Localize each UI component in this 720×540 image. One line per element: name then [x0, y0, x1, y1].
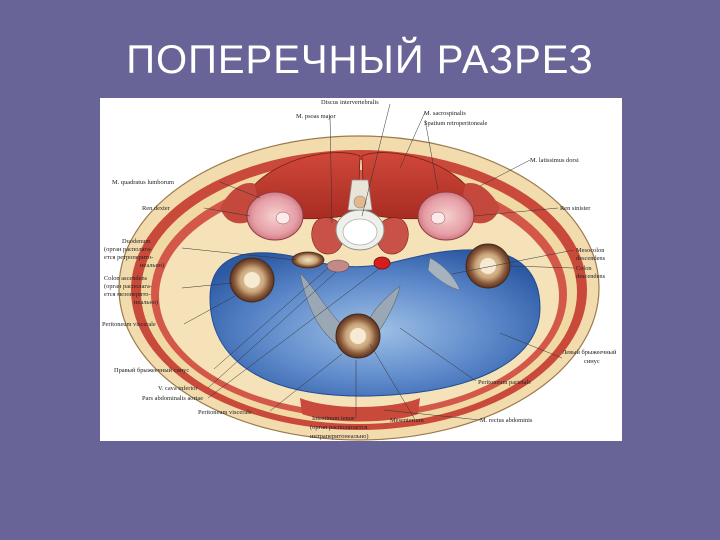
label-peritoneum-visc-left: Peritoneum viscerale [102, 321, 156, 328]
mesocolon-fold [427, 257, 461, 291]
slide-title: ПОПЕРЕЧНЫЙ РАЗРЕЗ [126, 38, 594, 82]
aorta-vessel [373, 256, 391, 270]
label-colon-ascendens-note-2: ется мезоперито- [104, 291, 151, 298]
kidney-right [246, 191, 304, 241]
intervertebral-disc [342, 218, 378, 246]
label-colon-ascendens: Colon ascendens [104, 275, 148, 282]
cross-section-illustration: Discus intervertebralis M. psoas major M… [102, 99, 617, 441]
label-duodenum-note-3: неально) [140, 262, 164, 269]
label-colon-descendens: Colon [576, 265, 592, 272]
label-sacrospinalis: M. sacrospinalis [424, 110, 466, 117]
label-discus: Discus intervertebralis [321, 99, 379, 106]
label-duodenum: Duodenum [122, 238, 150, 245]
colon-descendens-lumen [480, 258, 496, 274]
label-colon-ascendens-note-1: (орган располага- [104, 283, 152, 290]
label-left-sinus-1: Левый брыжеечный [562, 349, 617, 356]
label-duodenum-note-1: (орган располага- [104, 246, 152, 253]
label-spatium: Spatium retroperitoneale [424, 120, 488, 127]
vena-cava-vessel [326, 259, 350, 273]
kidney-left [417, 191, 475, 241]
leader-lines [181, 103, 575, 421]
label-ren-dexter: Ren dexter [142, 205, 171, 212]
label-vena-cava: V. cava inferior [158, 385, 198, 392]
label-peritoneum-parietale: Peritoneum parietale [478, 379, 531, 386]
label-psoas: M. psoas major [296, 113, 336, 120]
label-mesocolon-2: descendens [576, 255, 606, 262]
rectus-abdominis-muscle [300, 398, 420, 422]
cross-section-figure: Discus intervertebralis M. psoas major M… [100, 98, 622, 441]
kidney-left-pelvis [430, 211, 446, 225]
label-right-sinus: Правый брыжеечный синус [114, 367, 189, 374]
label-duodenum-note-2: ется ретроперито- [104, 254, 153, 261]
kidney-right-pelvis [275, 211, 291, 225]
intestinum-tenue-lumen [350, 328, 366, 344]
label-colon-ascendens-note-3: неально) [134, 299, 158, 306]
label-peritoneum-visc-bottom: Peritoneum viscerale [198, 409, 252, 416]
label-colon-descendens-2: descendens [576, 273, 606, 280]
duodenum-loop [291, 251, 325, 269]
label-rectus: M. rectus abdominis [480, 417, 533, 424]
label-intestinum: Intestinum tenue [312, 415, 355, 422]
label-mesocolon: Mesocolon [576, 247, 605, 254]
label-quadratus: M. quadratus lumborum [112, 179, 174, 186]
label-intestinum-note-2: интраперитонеально) [310, 433, 369, 440]
label-mesenterium: Mesenterium [390, 417, 424, 424]
label-aorta: Pars abdominalis aortae [142, 395, 203, 402]
label-left-sinus-2: синус [584, 358, 600, 365]
colon-ascendens-lumen [244, 272, 260, 288]
label-ren-sinister: Ren sinister [560, 205, 591, 212]
label-intestinum-note-1: (орган располагается [310, 424, 367, 431]
spinal-canal [353, 195, 367, 209]
label-latissimus: M. latissimus dorsi [530, 157, 579, 164]
